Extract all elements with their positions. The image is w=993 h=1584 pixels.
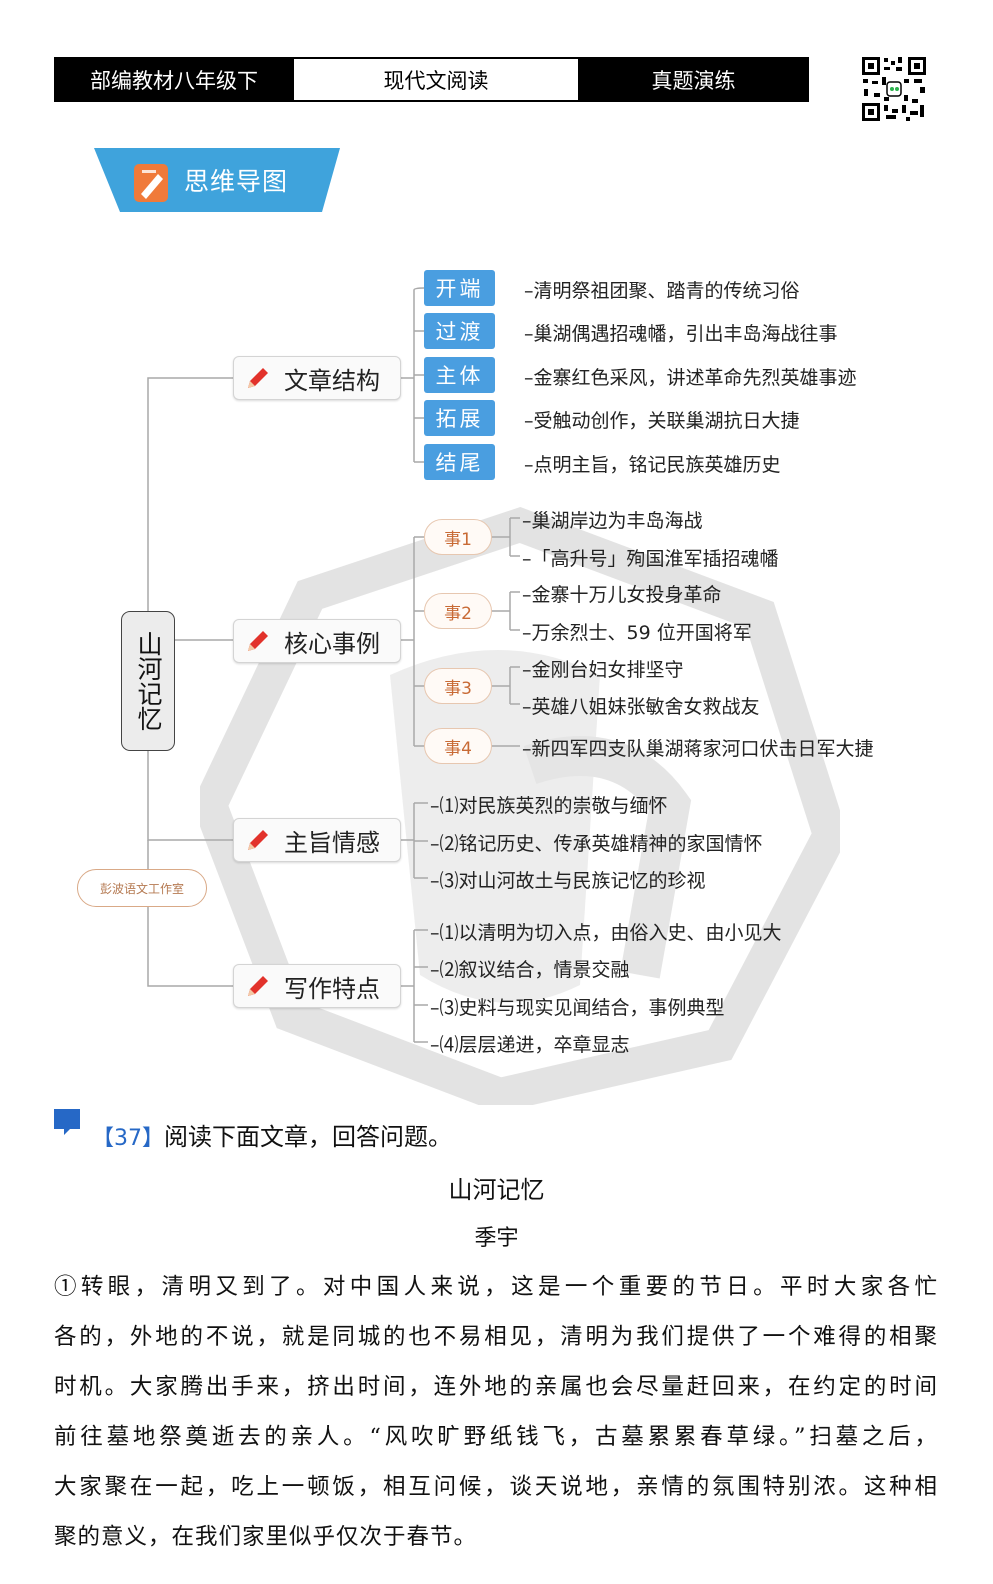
- branch-structure: 文章结构: [233, 356, 401, 400]
- example-tag-4: 事4: [424, 728, 492, 764]
- theme-leaf: –⑶对山河故土与民族记忆的珍视: [430, 870, 706, 892]
- tag-opening: 开端: [424, 270, 495, 306]
- question-line: 【37】阅读下面文章，回答问题。: [92, 1117, 452, 1152]
- tag-body: 主体: [424, 357, 495, 393]
- example-leaf: –「高升号」殉国淮军插招魂幡: [522, 548, 779, 570]
- pencil-icon: [248, 830, 268, 850]
- paragraph-line: 大家聚在一起，吃上一顿饭，相互问候，谈天说地，亲情的氛围特别浓。这种相: [54, 1474, 938, 1500]
- question-instruction: 阅读下面文章，回答问题。: [164, 1123, 452, 1151]
- writing-leaf: –⑶史料与现实见闻结合，事例典型: [430, 997, 725, 1019]
- example-leaf: –万余烈士、59 位开国将军: [522, 622, 752, 644]
- qr-code-icon: [860, 55, 928, 123]
- branch-writing-label: 写作特点: [284, 974, 380, 1003]
- header-bar: 部编教材八年级下 现代文阅读 真题演练: [54, 57, 809, 102]
- grade-label: 部编教材八年级下: [56, 59, 292, 100]
- example-tag-3: 事3: [424, 668, 492, 704]
- example-leaf: –新四军四支队巢湖蒋家河口伏击日军大捷: [522, 738, 874, 760]
- article-author: 季宇: [474, 1226, 519, 1251]
- example-leaf: –金寨十万儿女投身革命: [522, 584, 722, 606]
- example-leaf: –英雄八姐妹张敏舍女救战友: [522, 696, 760, 718]
- tag-ending: 结尾: [424, 444, 495, 480]
- branch-structure-label: 文章结构: [284, 366, 380, 395]
- branch-theme-label: 主旨情感: [284, 828, 380, 857]
- branch-writing: 写作特点: [233, 964, 401, 1008]
- article-paragraph: ①转眼，清明又到了。对中国人来说，这是一个重要的节日。平时大家各忙 各的，外地的…: [54, 1262, 938, 1562]
- pencil-icon: [248, 631, 268, 651]
- pencil-icon: [248, 368, 268, 388]
- category-label: 现代文阅读: [292, 59, 580, 100]
- example-tag-2: 事2: [424, 593, 492, 629]
- paragraph-line: 聚的意义，在我们家里似乎仅次于春节。: [54, 1524, 478, 1550]
- structure-leaf: –巢湖偶遇招魂幡，引出丰岛海战往事: [524, 323, 838, 345]
- question-number: 【37】: [92, 1126, 164, 1151]
- mindmap-root: 山河记忆: [121, 611, 175, 751]
- paragraph-line: ①转眼，清明又到了。对中国人来说，这是一个重要的节日。平时大家各忙: [54, 1274, 938, 1300]
- structure-leaf: –金寨红色采风，讲述革命先烈英雄事迹: [524, 367, 857, 389]
- article-title: 山河记忆: [448, 1176, 545, 1204]
- studio-label: 彭波语文工作室: [77, 869, 207, 907]
- paragraph-line: 各的，外地的不说，就是同城的也不易相见，清明为我们提供了一个难得的相聚: [54, 1324, 938, 1350]
- example-tag-1: 事1: [424, 519, 492, 555]
- branch-theme: 主旨情感: [233, 818, 401, 862]
- mindmap-banner: [94, 148, 340, 212]
- writing-leaf: –⑴以清明为切入点，由俗入史、由小见大: [430, 922, 782, 944]
- branch-examples-label: 核心事例: [284, 629, 380, 658]
- tag-transition: 过渡: [424, 313, 495, 349]
- structure-leaf: –清明祭祖团聚、踏青的传统习俗: [524, 280, 800, 302]
- practice-label: 真题演练: [580, 59, 807, 100]
- example-leaf: –金刚台妇女排坚守: [522, 659, 684, 681]
- theme-leaf: –⑴对民族英烈的崇敬与缅怀: [430, 795, 668, 817]
- paragraph-line: 前往墓地祭奠逝去的亲人。“风吹旷野纸钱飞，古墓累累春草绿。”扫墓之后，: [54, 1424, 938, 1450]
- structure-leaf: –受触动创作，关联巢湖抗日大捷: [524, 410, 800, 432]
- example-leaf: –巢湖岸边为丰岛海战: [522, 510, 703, 532]
- mindmap-connectors: [147, 287, 520, 1043]
- bookmark-icon: [54, 1109, 80, 1135]
- structure-leaf: –点明主旨，铭记民族英雄历史: [524, 454, 781, 476]
- pencil-icon: [248, 976, 268, 996]
- banner-title: 思维导图: [184, 167, 289, 196]
- tag-extension: 拓展: [424, 400, 495, 436]
- theme-leaf: –⑵铭记历史、传承英雄精神的家国情怀: [430, 833, 763, 855]
- writing-leaf: –⑵叙议结合，情景交融: [430, 959, 630, 981]
- branch-examples: 核心事例: [233, 619, 401, 663]
- paragraph-line: 时机。大家腾出手来，挤出时间，连外地的亲属也会尽量赶回来，在约定的时间: [54, 1374, 938, 1400]
- writing-leaf: –⑷层层递进，卒章显志: [430, 1034, 630, 1056]
